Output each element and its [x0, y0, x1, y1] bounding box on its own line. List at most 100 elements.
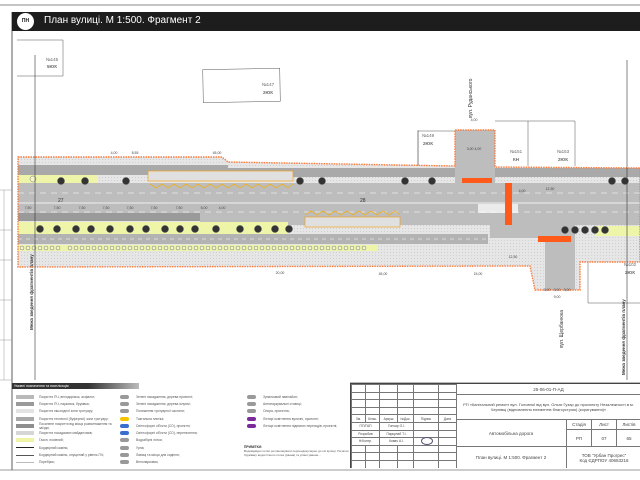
notes-text: Водовідвідні лотки розташовувати перпенд… — [244, 449, 349, 457]
sheets-header: Листів — [616, 419, 640, 429]
grid-cell — [438, 391, 456, 400]
grid-cell — [351, 444, 365, 453]
tactile-tile-icon — [117, 416, 131, 421]
column-header: Аркуш — [379, 414, 397, 422]
grid-cell — [379, 391, 397, 400]
legend-label: Газон, посівний; — [39, 438, 64, 443]
grid-cell — [413, 406, 438, 415]
tree-proposed-icon — [289, 245, 295, 251]
tree-proposed-icon — [31, 245, 37, 251]
building-151-number: №151 — [510, 149, 523, 154]
tree-proposed-icon — [241, 245, 247, 251]
organization-name: ТОВ "Урбан Прогрес" — [581, 452, 627, 458]
tree-proposed-icon — [19, 245, 25, 251]
tree-proposed-icon — [109, 245, 115, 251]
legend-label: Ліхтарі освітлення вуличні, проектні; — [263, 416, 319, 421]
building-151-153-outline — [495, 120, 576, 166]
legend-swatch — [16, 454, 34, 456]
legend-label: Світлофорні об'єкти (СО), проектні; — [136, 423, 191, 428]
grid-cell — [365, 399, 379, 407]
dimension-label: 12,50 — [546, 187, 555, 191]
dimension-label: 9,00 — [554, 295, 561, 299]
legend-label: Покриття ПЧ, велодоріжок, асфальт; — [39, 394, 96, 399]
grid-cell — [413, 384, 438, 392]
building-145-type: 5ЮК — [47, 64, 57, 69]
tree-existing-icon — [401, 177, 409, 185]
traffic-light-moved-icon — [117, 431, 131, 436]
tree-proposed-icon — [307, 245, 313, 251]
picket-28: 28 — [360, 198, 366, 204]
column-header: Зм. — [351, 414, 365, 422]
dimension-label: 15,00 — [474, 272, 483, 276]
grid-cell — [413, 460, 438, 468]
staff-role: Розробив — [351, 429, 379, 438]
tree-proposed-icon — [337, 245, 343, 251]
page-title: План вулиці. М 1:500. Фрагмент 2 — [44, 15, 201, 26]
legend-label: Зупинковий павільйон; — [263, 394, 298, 399]
tree-proposed-icon — [349, 245, 355, 251]
legend-item: Опора, проектна; — [244, 408, 350, 415]
grid-cell — [365, 460, 379, 468]
tree-existing-icon — [212, 225, 220, 233]
legend-label: Поребрик; — [39, 460, 55, 465]
tree-existing-icon — [601, 226, 609, 234]
tree-existing-icon — [106, 225, 114, 233]
tree-proposed-icon — [193, 245, 199, 251]
tree-proposed-icon — [277, 245, 283, 251]
tree-proposed-icon — [121, 245, 127, 251]
dimension-label: 7,50 — [103, 206, 110, 210]
legend-item: Антипаркувальні стовпці; — [244, 400, 350, 407]
grid-cell — [351, 452, 365, 460]
legend-swatch — [16, 423, 34, 428]
tree-existing-icon — [117, 401, 131, 406]
dimension-label: 4,00 — [219, 206, 226, 210]
tree-proposed-icon — [301, 245, 307, 251]
building-149-number: №149 — [422, 133, 435, 138]
tree-proposed-icon — [319, 245, 325, 251]
tree-proposed-icon — [97, 245, 103, 251]
boundary-label-left: Межа зведення фрагментів плану — [28, 254, 34, 330]
legend-item: Поребрик; — [16, 459, 116, 466]
column-header: Дата — [438, 414, 456, 422]
tree-existing-icon — [571, 226, 579, 234]
legend-label: Світлофорні об'єкти (СО), перенесення; — [136, 431, 198, 436]
tree-proposed-icon — [43, 245, 49, 251]
tree-proposed-icon — [145, 245, 151, 251]
grid-cell — [397, 406, 413, 415]
tree-proposed-icon — [361, 245, 367, 251]
grid-cell — [397, 452, 413, 460]
staff-name: Ковач А.І. — [379, 437, 413, 445]
building-151-type: КН — [513, 157, 519, 162]
grid-cell — [438, 384, 456, 392]
bin-icon — [117, 445, 131, 450]
legend-item: Світлофорні об'єкти (СО), проектні; — [117, 422, 237, 429]
legend-item: Велопарковки; — [117, 459, 237, 466]
legend-label: Пониження тротуарної частини; — [136, 409, 185, 414]
staff-name: Паркулаб Т.І. — [379, 429, 413, 438]
legend-label: Опора, проектна; — [263, 409, 290, 414]
legend-item: Ліхтарі освітлення підвісних переходів, … — [244, 422, 350, 429]
tree-existing-icon — [72, 225, 80, 233]
street-label-north: вул. Руданського — [468, 78, 474, 118]
dimension-label: 12,50 — [509, 255, 518, 259]
title-block: 25-06-01-П-АД РП «Капітальний ремонт вул… — [350, 383, 640, 468]
tree-existing-icon — [36, 225, 44, 233]
tree-existing-icon — [57, 177, 65, 185]
grid-cell — [397, 391, 413, 400]
grid-cell — [379, 452, 397, 460]
building-145-outline — [17, 39, 64, 77]
drain-icon — [117, 438, 131, 443]
tree-existing-icon — [608, 177, 616, 185]
tree-proposed-icon — [55, 245, 61, 251]
tree-existing-icon — [581, 226, 589, 234]
legend-label: Покриття ПЧ, парковок, бруківка; — [39, 401, 90, 406]
tree-proposed-icon — [313, 245, 319, 251]
tree-proposed-icon — [79, 245, 85, 251]
tree-existing-icon — [561, 226, 569, 234]
tree-existing-icon — [53, 225, 61, 233]
legend-item: Посилене покриття від місця розвантаженн… — [16, 422, 116, 430]
notes-title: ПРИМІТКИ: — [244, 445, 263, 449]
bus-shelter-icon — [244, 394, 258, 399]
grid-cell — [438, 444, 456, 453]
tree-existing-icon — [81, 177, 89, 185]
